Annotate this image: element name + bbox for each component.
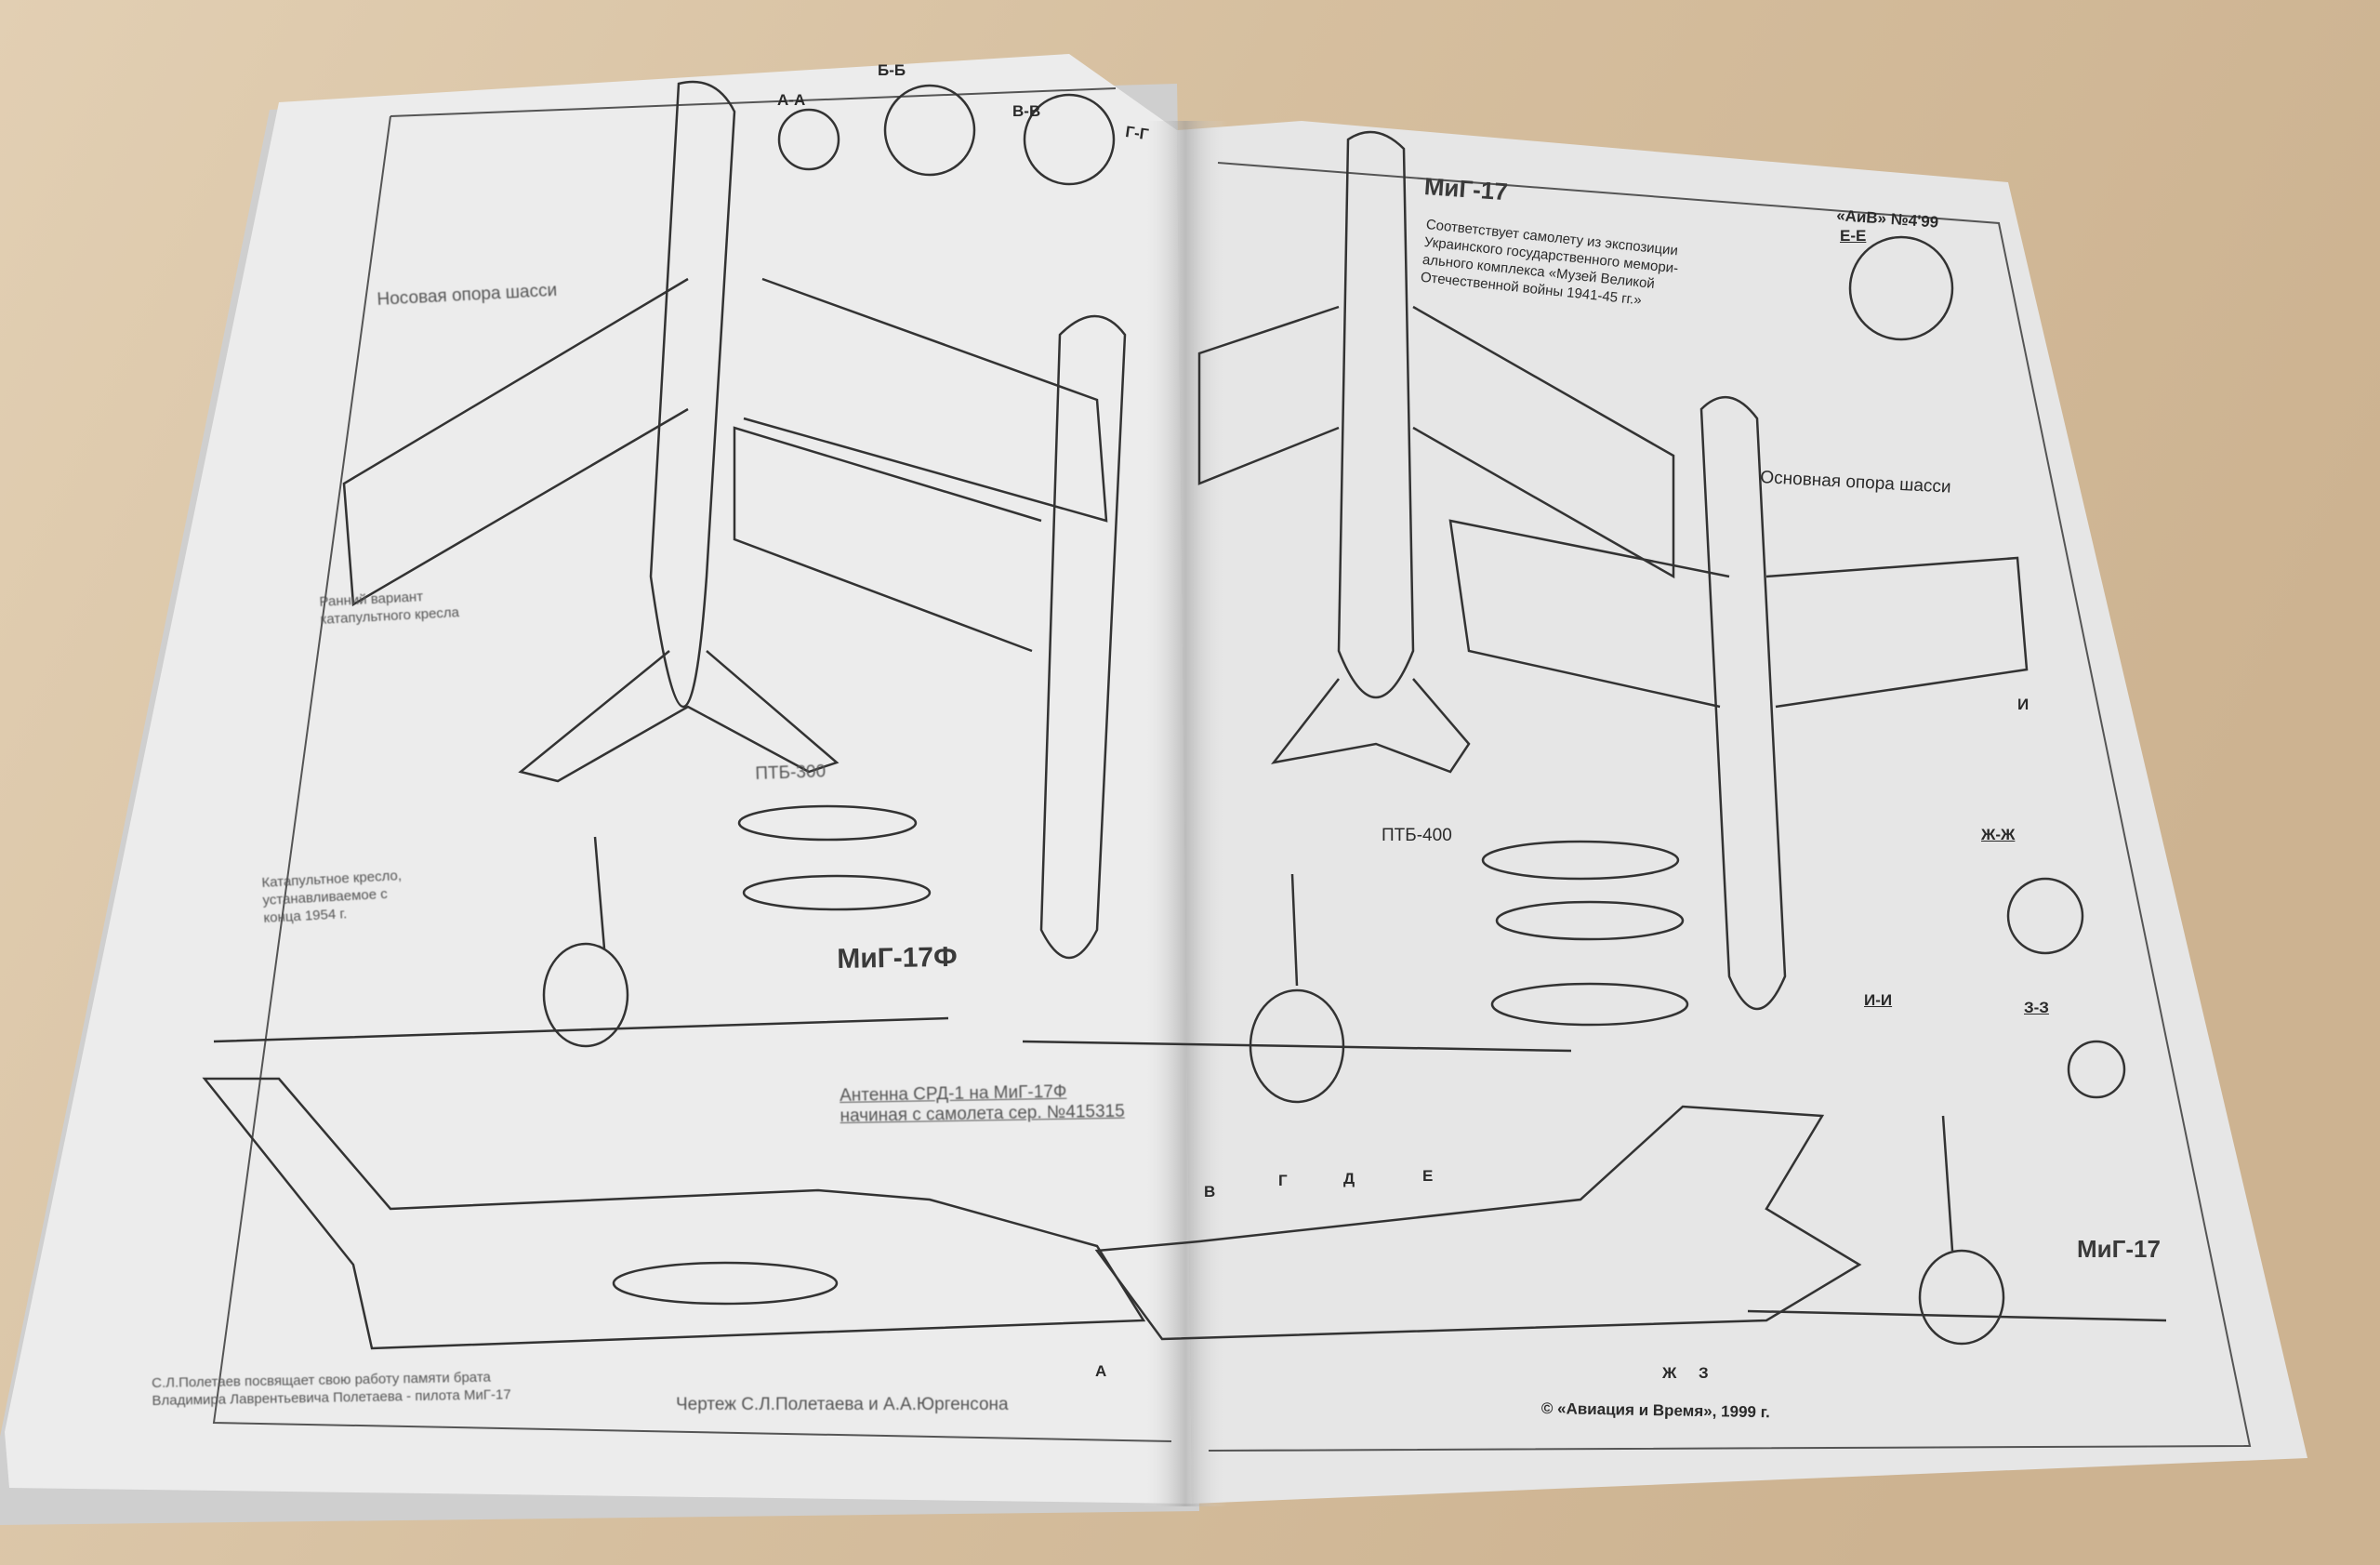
station-mark: И	[2017, 696, 2030, 713]
section-g-g: Г-Г	[1124, 123, 1150, 144]
station-mark: З	[1699, 1364, 1709, 1382]
station-mark: А	[1095, 1362, 1107, 1380]
station-mark: В	[1204, 1183, 1216, 1200]
right-page	[1177, 121, 2307, 1504]
station-mark: Г	[1278, 1172, 1288, 1189]
station-mark: Е	[1422, 1167, 1434, 1185]
aircraft-drawings	[202, 80, 2167, 1350]
section-e-e: Е-Е	[1840, 227, 1867, 245]
early-seat-label: Ранний вариант катапультного кресла	[319, 586, 459, 629]
section-i-i: И-И	[1864, 991, 1893, 1009]
copyright: © «Авиация и Время», 1999 г.	[1540, 1399, 1770, 1422]
section-b-b: Б-Б	[878, 61, 906, 79]
mig17f-title: МиГ-17Ф	[837, 941, 958, 975]
left-page	[5, 54, 1192, 1504]
section-zh-zh: Ж-Ж	[1981, 826, 2016, 843]
dedication: С.Л.Полетаев посвящает свою работу памят…	[152, 1368, 511, 1410]
mig17-title-bottom: МиГ-17	[2077, 1235, 2161, 1263]
seat-label: Катапультное кресло, устанавливаемое с к…	[261, 867, 403, 927]
ptb400-label: ПТБ-400	[1382, 826, 1452, 845]
gutter-shadow	[1144, 121, 1227, 1506]
section-z-z: З-З	[2024, 999, 2049, 1016]
ptb300-label: ПТБ-300	[755, 762, 826, 784]
station-mark: Д	[1343, 1170, 1355, 1187]
section-v-v: В-В	[1012, 102, 1041, 120]
antenna-note: Антенна СРД-1 на МиГ-17Ф начиная с самол…	[840, 1081, 1125, 1127]
drawing-credit: Чертеж С.Л.Полетаева и А.А.Юргенсона	[676, 1395, 1009, 1414]
mig17-title: МиГ-17	[1422, 172, 1509, 206]
section-a-a: А-А	[777, 91, 806, 109]
station-mark: Ж	[1662, 1364, 1677, 1382]
